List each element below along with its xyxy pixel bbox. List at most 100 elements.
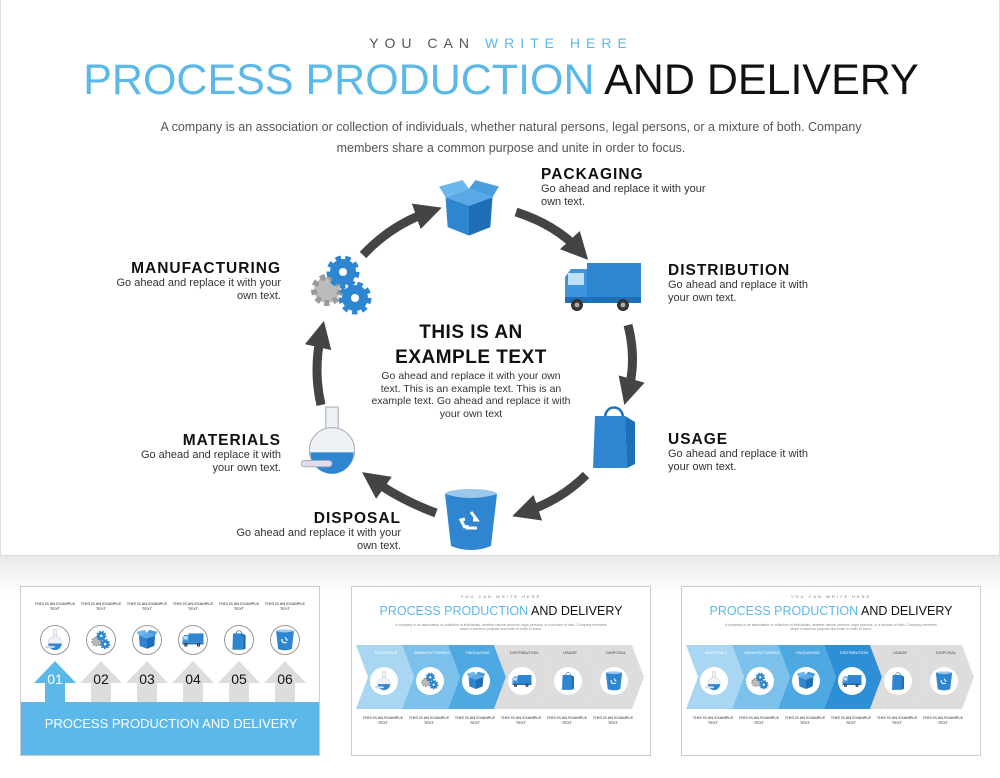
thumb-icon-circle [416,667,444,695]
thumb-item-text: THIS IS AN EXAMPLE TEXT [80,601,122,611]
thumb-arrow [264,661,306,703]
bin-icon [934,671,954,691]
thumb-chevron-label: USAGE [892,650,907,655]
thumb-chevron-label: PACKAGING [466,650,490,655]
thumb-desc: A company is an association or collectio… [725,623,937,631]
thumb-item-text: THIS IS AN EXAMPLE TEXT [264,601,306,611]
thumb-icon-circle [370,667,398,695]
flask-icon [301,405,363,477]
thumb-chevron-label: DISPOSAL [605,650,626,655]
thumb-chevron-label: DISTRIBUTION [509,650,539,655]
truck-icon [512,671,532,691]
page-title: PROCESS PRODUCTION AND DELIVERY [83,56,919,104]
box-icon [466,671,486,691]
thumb-arrow [126,661,168,703]
bin-icon [604,671,624,691]
thumb-icon-circle [746,667,774,695]
thumb-item-text: THIS IS AN EXAMPLE TEXT [692,715,734,725]
truck-icon [182,629,204,651]
thumbnail-3[interactable]: YOU CAN WRITE HERE PROCESS PRODUCTION AN… [681,586,981,756]
thumb-number: 05 [231,671,247,687]
bin-icon [274,629,296,651]
description: A company is an association or collectio… [160,120,862,155]
truck-icon [563,258,643,316]
thumb-kicker: YOU CAN WRITE HERE [790,594,872,599]
thumb-icon-circle [838,667,866,695]
thumb-arrow [34,661,76,703]
thumbnail-2[interactable]: YOU CAN WRITE HERE PROCESS PRODUCTION AN… [351,586,651,756]
thumb-icon-circle [508,667,536,695]
thumb-item-text: THIS IS AN EXAMPLE TEXT [172,601,214,611]
arrow-disposal-materials [362,472,438,518]
cycle-arrows [304,203,645,521]
box-icon [437,178,501,242]
thumb-icon-circle [930,667,958,695]
thumb-item-text: THIS IS AN EXAMPLE TEXT [546,715,588,725]
thumb-icon-circle [224,625,254,655]
thumb-item-text: THIS IS AN EXAMPLE TEXT [922,715,964,725]
thumbnail-title: PROCESS PRODUCTION AND DELIVERY [44,716,298,731]
bag-icon [558,671,578,691]
thumb-title: PROCESS PRODUCTION AND DELIVERY [709,604,953,618]
arrow-distribution-usage [618,323,645,405]
thumb-chevron-label: MANUFACTURING [414,650,450,655]
thumb-icon-circle [270,625,300,655]
arrow-packaging-distribution [514,207,589,260]
thumb-arrow [218,661,260,703]
thumb-item-text: THIS IS AN EXAMPLE TEXT [126,601,168,611]
bag-icon [228,629,250,651]
gears-icon [307,250,377,320]
arrow-manufacturing-packaging [359,203,442,259]
flask-icon [44,629,66,651]
recycle-bin-icon [443,488,499,552]
thumb-item-text: THIS IS AN EXAMPLE TEXT [362,715,404,725]
thumb-item-text: THIS IS AN EXAMPLE TEXT [830,715,872,725]
arrow-materials-manufacturing [304,320,332,407]
thumb-item-text: THIS IS AN EXAMPLE TEXT [738,715,780,725]
thumb-item-text: THIS IS AN EXAMPLE TEXT [34,601,76,611]
thumb-icon-circle [554,667,582,695]
thumb-icon-circle [178,625,208,655]
thumb-icon-circle [86,625,116,655]
thumb-item-text: THIS IS AN EXAMPLE TEXT [218,601,260,611]
thumb-arrow [80,661,122,703]
gears-icon [750,671,770,691]
thumb-arrow [172,661,214,703]
shopping-bag-icon [589,402,639,472]
bag-icon [888,671,908,691]
thumb-icon-circle [132,625,162,655]
thumbnail-banner: PROCESS PRODUCTION AND DELIVERY [21,702,319,755]
thumb-number: 04 [185,671,201,687]
gears-icon [90,629,112,651]
thumb-kicker: YOU CAN WRITE HERE [460,594,542,599]
thumb-item-text: THIS IS AN EXAMPLE TEXT [784,715,826,725]
thumb-icon-circle [792,667,820,695]
box-icon [136,629,158,651]
thumb-chevron-label: PACKAGING [796,650,820,655]
thumb-item-text: THIS IS AN EXAMPLE TEXT [592,715,634,725]
flask-icon [374,671,394,691]
gears-icon [420,671,440,691]
thumb-chevron-label: MATERIALS [374,650,398,655]
kicker: YOU CAN WRITE HERE [369,35,633,51]
main-slide: YOU CAN WRITE HERE PROCESS PRODUCTION AN… [0,0,1000,556]
thumb-desc: A company is an association or collectio… [395,623,607,631]
thumb-icon-circle [600,667,628,695]
thumb-title: PROCESS PRODUCTION AND DELIVERY [379,604,623,618]
thumb-number: 01 [47,671,63,687]
thumbnail-1[interactable]: THIS IS AN EXAMPLE TEXT 01 THIS IS AN EXA… [20,586,320,756]
thumb-chevron-label: MANUFACTURING [744,650,780,655]
thumb-number: 02 [93,671,109,687]
thumb-item-text: THIS IS AN EXAMPLE TEXT [876,715,918,725]
thumb-chevron-label: USAGE [562,650,577,655]
box-icon [796,671,816,691]
thumb-number: 03 [139,671,155,687]
thumb-icon-circle [462,667,490,695]
thumb-icon-circle [700,667,728,695]
